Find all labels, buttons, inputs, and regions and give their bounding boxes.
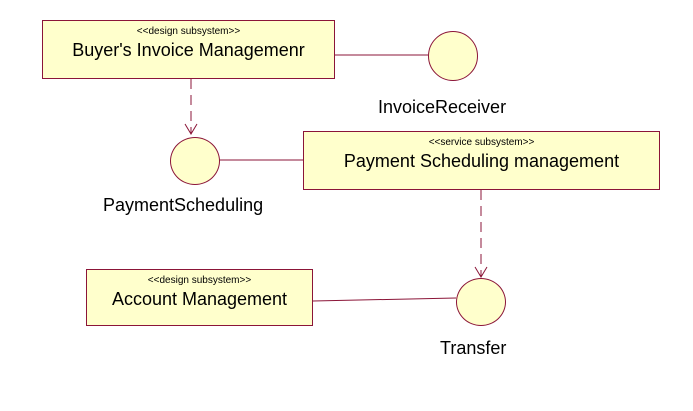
component-payment-scheduling-management[interactable]: <<service subsystem>> Payment Scheduling…	[303, 131, 660, 190]
interface-invoicereceiver-label: InvoiceReceiver	[378, 97, 507, 117]
interface-transfer-circle[interactable]	[456, 278, 506, 326]
component-name: Buyer's Invoice Managemenr	[72, 40, 305, 60]
interface-invoicereceiver-circle[interactable]	[428, 31, 478, 81]
component-name: Payment Scheduling management	[343, 151, 620, 171]
arrowhead-paymentscheduling	[184, 123, 198, 135]
line-account-management-to-transfer	[312, 297, 457, 302]
stereotype-label: <<design subsystem>>	[147, 275, 252, 286]
stereotype-label: <<design subsystem>>	[136, 26, 241, 37]
interface-paymentscheduling-circle[interactable]	[170, 137, 220, 185]
component-buyers-invoice-management[interactable]: <<design subsystem>> Buyer's Invoice Man…	[42, 20, 335, 79]
stereotype-label: <<service subsystem>>	[428, 137, 535, 148]
arrowhead-transfer	[474, 266, 488, 278]
component-name: Account Management	[111, 289, 288, 309]
interface-transfer-label: Transfer	[440, 338, 507, 358]
component-account-management[interactable]: <<design subsystem>> Account Management	[86, 269, 313, 326]
interface-paymentscheduling-label: PaymentScheduling	[103, 195, 264, 215]
